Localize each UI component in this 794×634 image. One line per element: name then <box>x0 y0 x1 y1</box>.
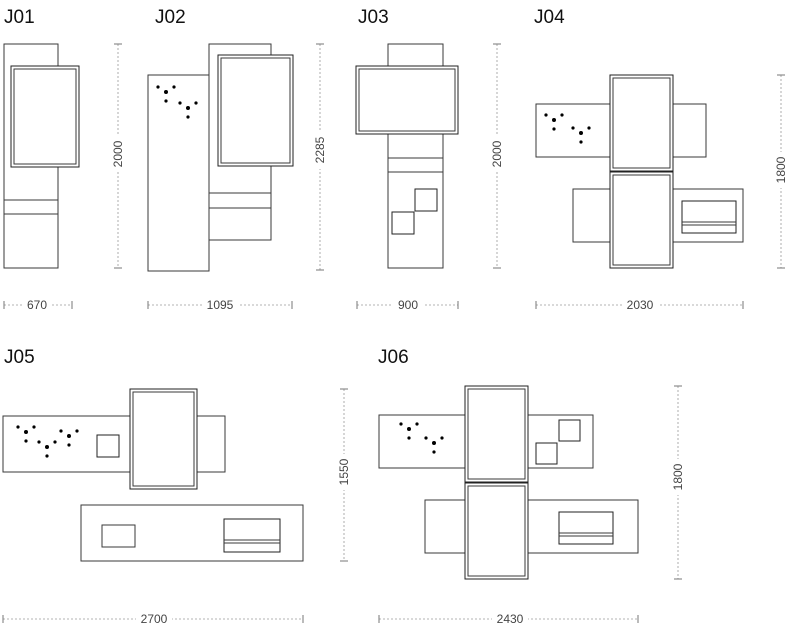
height-dimension: 2000 <box>489 43 505 269</box>
unit-label: J01 <box>4 7 35 28</box>
width-value: 2700 <box>141 612 168 626</box>
width-value: 1095 <box>207 298 234 312</box>
mirror-frame <box>355 65 459 135</box>
width-dimension: 670 <box>3 297 73 313</box>
mirror-frame <box>464 385 529 483</box>
unit-j03: J03 2000 900 <box>355 7 505 313</box>
height-dimension: 2000 <box>110 43 126 269</box>
width-value: 900 <box>398 298 418 312</box>
unit-j05: J05 1550 <box>2 347 352 627</box>
unit-label: J05 <box>4 347 35 368</box>
mirror-frame <box>217 54 294 167</box>
box-shelf <box>96 434 120 458</box>
drawer-unit <box>223 518 281 553</box>
width-dimension: 900 <box>356 297 459 313</box>
width-dimension: 1095 <box>147 297 293 313</box>
mirror-frame <box>10 65 80 168</box>
unit-j01: J01 2000 670 <box>3 7 126 313</box>
unit-label: J06 <box>378 347 409 368</box>
box-shelf <box>391 188 438 235</box>
drawer-unit <box>681 200 737 234</box>
height-value: 2285 <box>313 136 327 163</box>
mirror-frame <box>609 74 674 172</box>
width-value: 2030 <box>627 298 654 312</box>
width-dimension: 2700 <box>2 611 304 627</box>
unit-j06: J06 1800 <box>378 347 686 627</box>
height-value: 2000 <box>490 140 504 167</box>
height-dimension: 1800 <box>670 385 686 580</box>
mirror-frame <box>464 482 529 580</box>
drawer-unit <box>558 511 614 545</box>
unit-label: J03 <box>358 7 389 28</box>
height-value: 1800 <box>774 156 788 183</box>
unit-label: J04 <box>534 7 565 28</box>
width-value: 670 <box>27 298 47 312</box>
width-value: 2430 <box>497 612 524 626</box>
height-value: 1800 <box>671 463 685 490</box>
height-dimension: 2285 <box>312 43 328 271</box>
side-panel <box>147 74 210 272</box>
unit-label: J02 <box>155 7 186 28</box>
unit-j02: J02 2285 1095 <box>147 7 328 313</box>
mirror-frame <box>129 388 198 490</box>
height-dimension: 1800 <box>773 74 789 269</box>
mirror-frame <box>609 171 674 269</box>
width-dimension: 2030 <box>535 297 744 313</box>
height-value: 1550 <box>337 458 351 485</box>
box-shelf <box>101 524 136 548</box>
height-dimension: 1550 <box>336 388 352 562</box>
box-shelf <box>535 419 581 465</box>
unit-j04: J04 1800 <box>534 7 789 313</box>
width-dimension: 2430 <box>378 611 639 627</box>
height-value: 2000 <box>111 140 125 167</box>
